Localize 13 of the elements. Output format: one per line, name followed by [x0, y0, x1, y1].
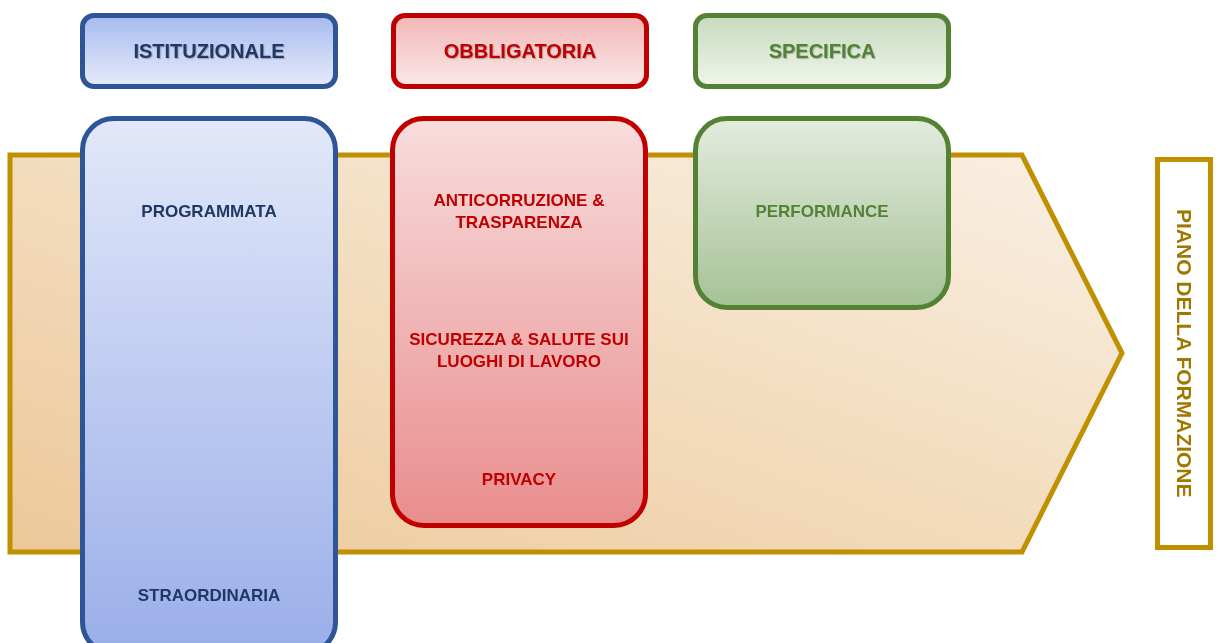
topic-label: PROGRAMMATA [140, 201, 278, 223]
topic-label: SICUREZZA & SALUTE SUI LUOGHI DI LAVORO [408, 329, 630, 373]
category-header: ISTITUZIONALE [80, 13, 338, 89]
category-panel [80, 116, 338, 643]
topic-label: STRAORDINARIA [136, 585, 282, 607]
category-header: SPECIFICA [693, 13, 951, 89]
topic-label: ANTICORRUZIONE & TRASPARENZA [432, 190, 606, 234]
category-panel [390, 116, 648, 528]
plan-title: PIANO DELLA FORMAZIONE [1155, 157, 1213, 550]
category-header: OBBLIGATORIA [391, 13, 649, 89]
topic-label: PRIVACY [480, 469, 558, 491]
topic-label: PERFORMANCE [754, 201, 890, 223]
category-panel [693, 116, 951, 310]
